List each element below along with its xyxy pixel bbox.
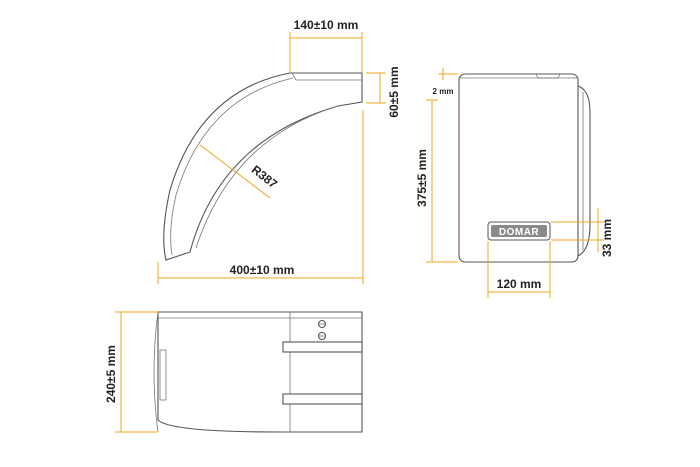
dimension-end-height: 60±5 mm bbox=[366, 66, 401, 118]
label-gap: 2 mm bbox=[433, 87, 454, 96]
label-logo-width: 120 mm bbox=[497, 277, 542, 291]
dimension-gap: 2 mm bbox=[433, 68, 458, 96]
fender-front-view: DOMAR bbox=[458, 73, 591, 263]
label-end-height: 60±5 mm bbox=[387, 66, 401, 117]
logo-badge bbox=[491, 225, 547, 237]
label-logo-height: 33 mm bbox=[600, 219, 614, 257]
label-height: 375±5 mm bbox=[415, 149, 429, 207]
dimension-width: 240±5 mm bbox=[104, 311, 157, 433]
label-top-width: 140±10 mm bbox=[294, 18, 359, 32]
dimension-logo-width: 120 mm bbox=[487, 241, 551, 298]
dimension-logo-height: 33 mm bbox=[551, 208, 614, 257]
brand-logo: DOMAR bbox=[499, 227, 540, 238]
dimension-top-width: 140±10 mm bbox=[289, 18, 363, 72]
fender-top-view bbox=[153, 311, 363, 433]
label-radius: R387 bbox=[249, 163, 280, 192]
label-arc-length: 400±10 mm bbox=[230, 263, 295, 277]
label-width: 240±5 mm bbox=[104, 345, 118, 403]
fender-side-view bbox=[163, 72, 363, 261]
dimension-arc-length: 400±10 mm bbox=[157, 110, 364, 284]
dimension-height: 375±5 mm bbox=[415, 99, 458, 263]
